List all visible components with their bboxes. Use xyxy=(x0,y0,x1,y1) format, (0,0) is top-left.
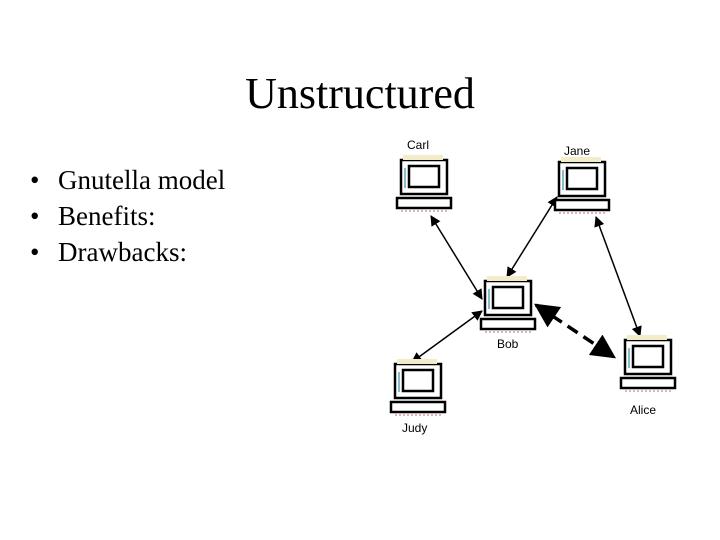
bullet-dot: • xyxy=(30,201,40,231)
bullet-list: • Gnutella model • Benefits: • Drawbacks: xyxy=(30,162,225,270)
bullet-item: • Benefits: xyxy=(30,198,225,234)
bullet-item: • Gnutella model xyxy=(30,162,225,198)
node-label: Bob xyxy=(497,337,519,351)
edge-bob-alice-dashed xyxy=(533,303,617,359)
node-label: Carl xyxy=(407,138,429,152)
edge-bob-judy xyxy=(411,310,483,363)
bullet-item: • Drawbacks: xyxy=(30,234,225,270)
node-alice: Alice xyxy=(619,333,677,417)
node-label: Judy xyxy=(402,421,427,435)
node-label: Jane xyxy=(564,144,590,158)
bullet-dot: • xyxy=(30,237,40,267)
computer-icon xyxy=(479,274,537,334)
computer-icon xyxy=(553,155,611,215)
edge-jane-bob xyxy=(506,196,558,278)
node-bob: Bob xyxy=(479,274,537,351)
node-jane: Jane xyxy=(553,144,611,215)
computer-icon xyxy=(389,357,447,417)
computer-icon xyxy=(395,153,453,213)
node-judy: Judy xyxy=(389,357,447,435)
edge-carl-bob xyxy=(430,215,483,300)
edge-jane-alice xyxy=(594,216,642,337)
bullet-text: Benefits: xyxy=(58,201,156,231)
computer-icon xyxy=(619,333,677,393)
bullet-dot: • xyxy=(30,165,40,195)
node-carl: Carl xyxy=(395,138,453,213)
bullet-text: Drawbacks: xyxy=(58,237,187,267)
slide-title: Unstructured xyxy=(245,69,475,118)
edges xyxy=(411,196,642,363)
bullet-text: Gnutella model xyxy=(58,165,226,195)
node-label: Alice xyxy=(630,403,656,417)
